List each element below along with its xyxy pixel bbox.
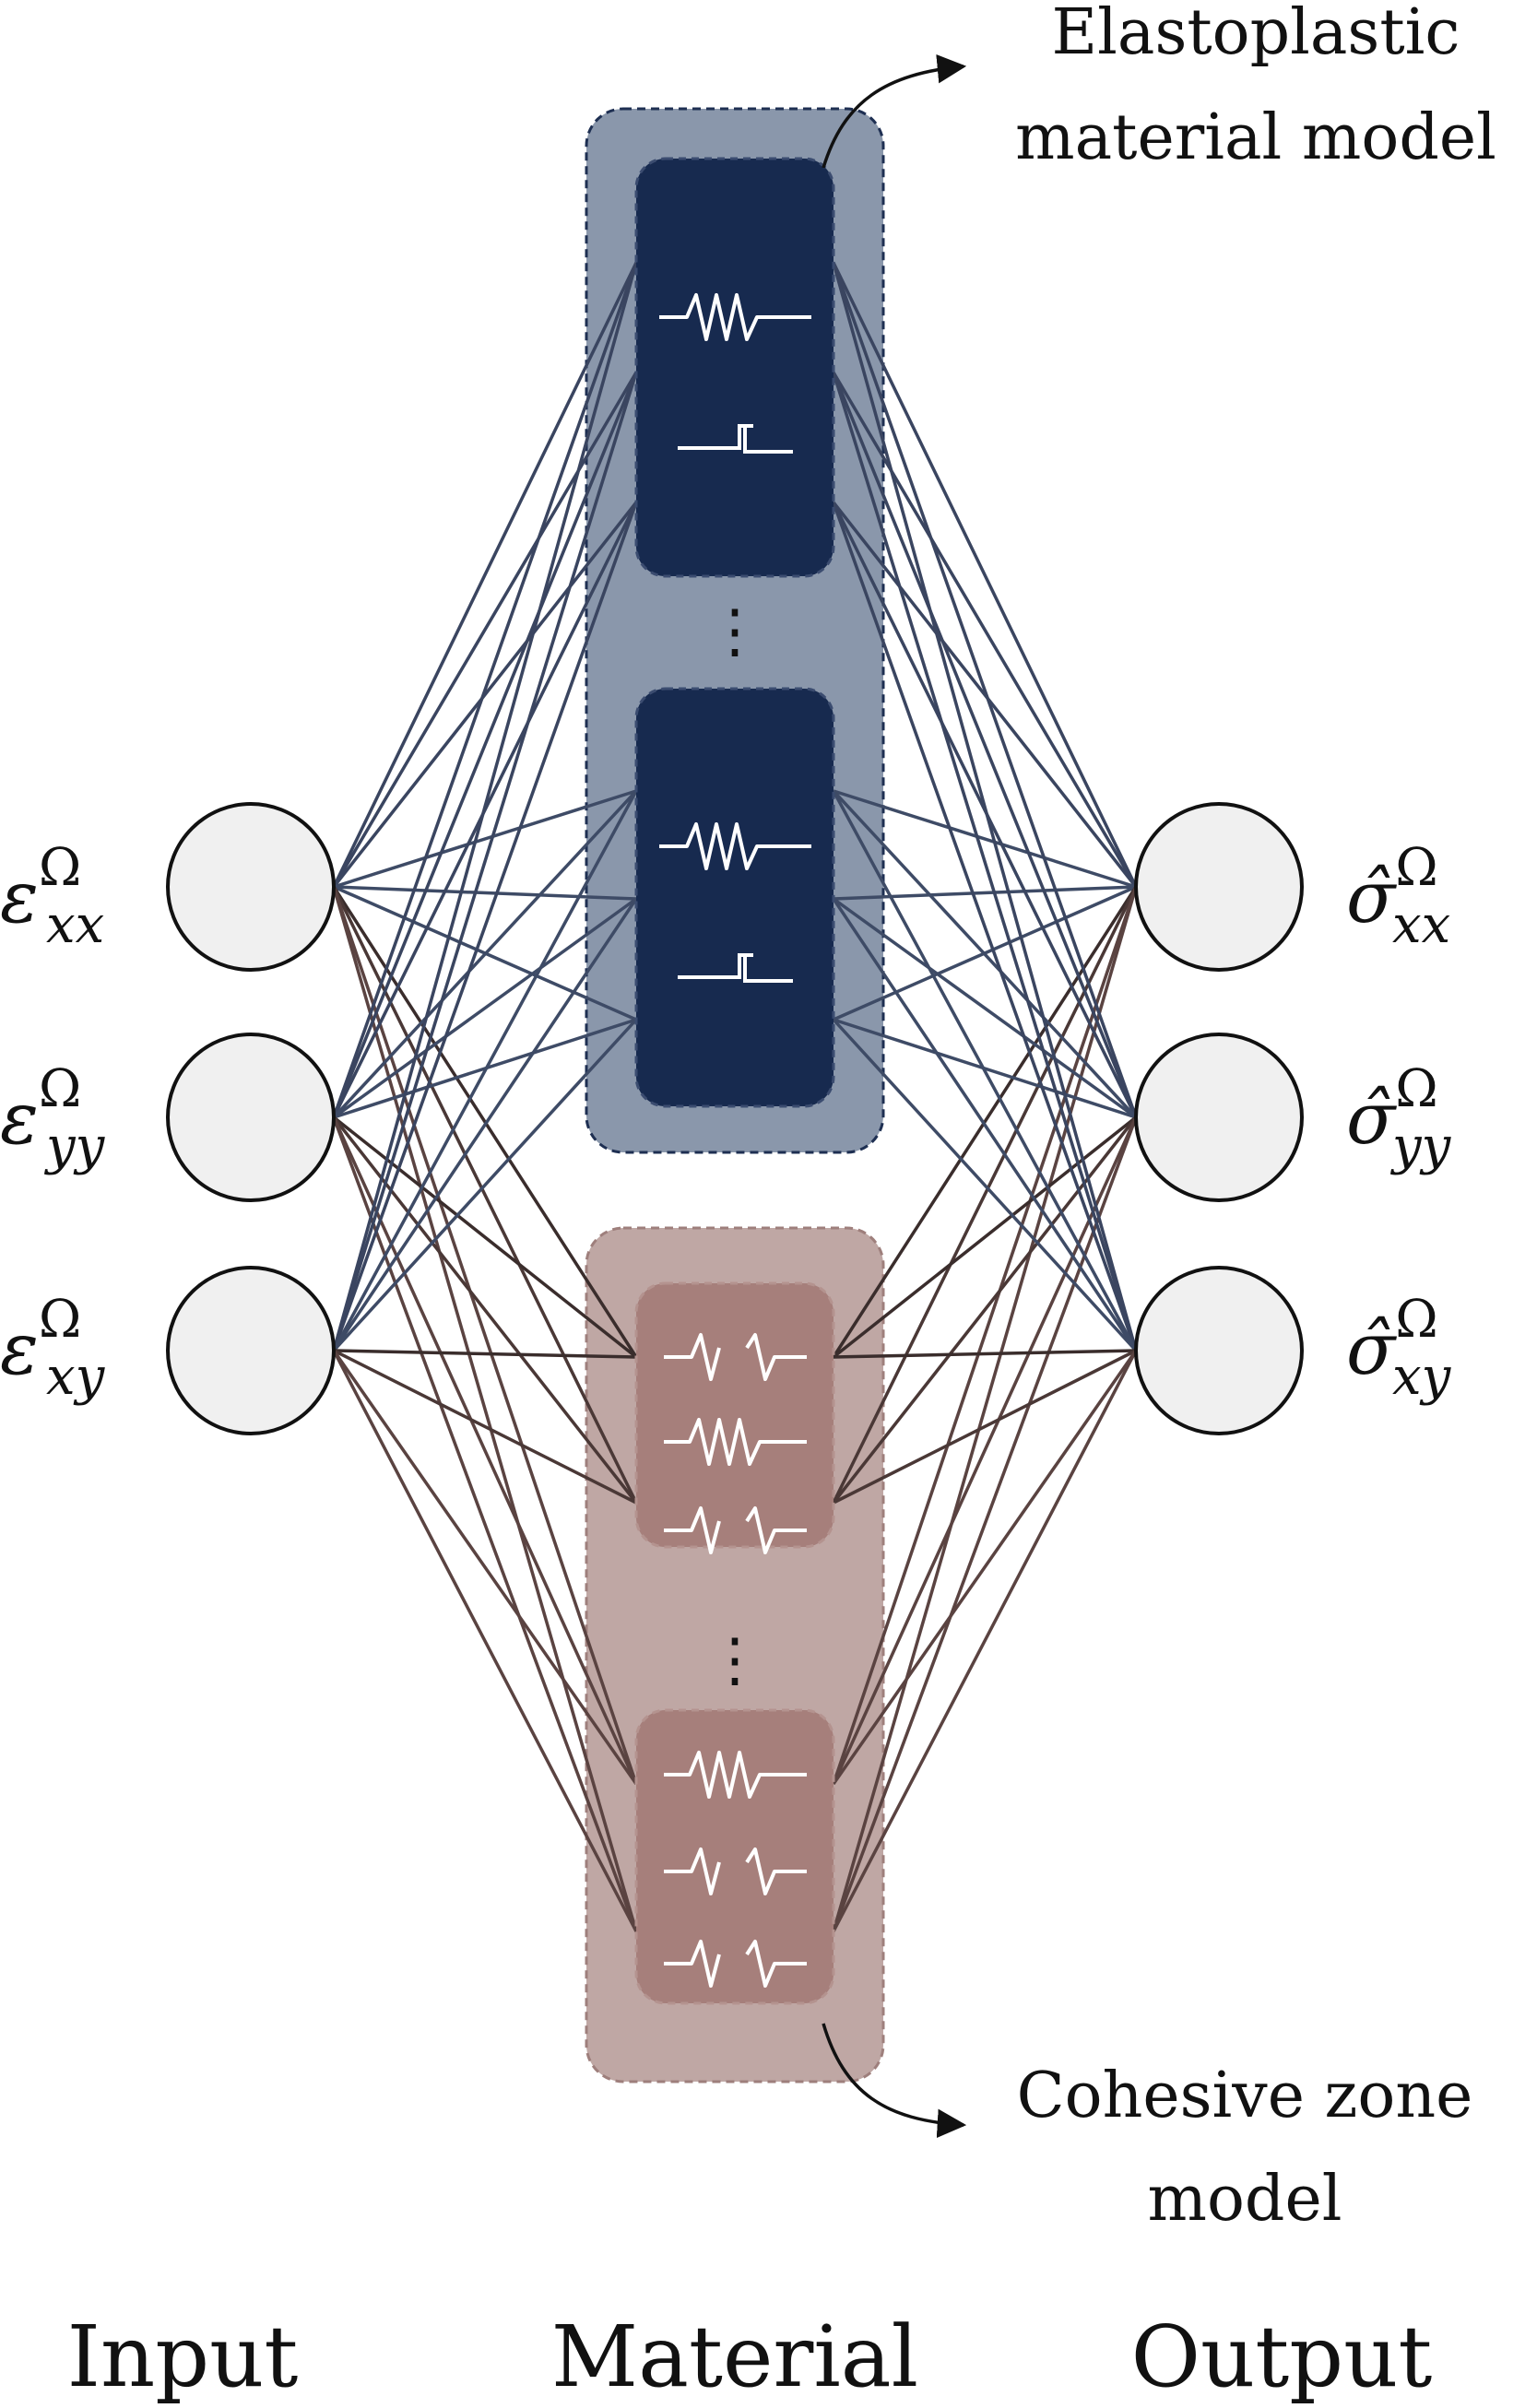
spring-icon: [659, 822, 811, 870]
output-connection-line: [833, 1349, 1137, 1505]
slider-icon: [678, 953, 793, 983]
input-connection-line: [332, 1115, 638, 1359]
connection-lines: [332, 262, 1138, 1932]
input-connection-line: [333, 1349, 637, 1359]
output-connection-line: [833, 885, 1137, 901]
broken-spring-icon: [664, 1333, 807, 1381]
output-node-xx: [1134, 802, 1304, 972]
output-node-yy: [1134, 1033, 1304, 1202]
spring-icon: [659, 293, 811, 341]
spring-icon: [664, 1418, 807, 1466]
output-connection-line: [833, 1349, 1137, 1359]
elastoplastic-ellipsis: ⋮: [705, 597, 764, 666]
input-connection-line: [332, 790, 638, 1352]
output-connection-line: [832, 1115, 1138, 1359]
input-connection-line: [332, 372, 638, 888]
output-node-xy: [1134, 1266, 1304, 1435]
output-connection-line: [832, 1349, 1138, 1786]
column-label-output: Output: [1131, 2308, 1433, 2406]
input-connection-line: [332, 1349, 638, 1786]
elastoplastic-unit-2: [634, 687, 835, 1108]
output-connection-line: [832, 262, 1138, 1118]
elastoplastic-label-line2: material model: [1015, 101, 1496, 174]
elastoplastic-unit-1: [634, 157, 835, 578]
input-connection-line: [333, 885, 637, 901]
spring-icon: [664, 1751, 807, 1799]
output-connection-line: [832, 1018, 1138, 1352]
input-connection-line: [332, 886, 638, 1785]
elastoplastic-label-line1: Elastoplastic: [1052, 0, 1460, 69]
cohesive-label-line2: model: [1148, 2163, 1342, 2236]
output-connection-line: [832, 1350, 1138, 1932]
output-connection-line: [832, 372, 1138, 1118]
output-connection-line: [832, 372, 1138, 1352]
elastoplastic-callout-arrow: [822, 53, 967, 169]
cohesive-ellipsis: ⋮: [705, 1626, 764, 1694]
output-connection-line: [832, 372, 1138, 888]
output-connection-line: [832, 1115, 1138, 1505]
input-connection-line: [333, 789, 637, 889]
output-connection-line: [832, 1116, 1138, 1785]
cohesive-label-line1: Cohesive zone: [1017, 2060, 1473, 2132]
column-label-input: Input: [67, 2308, 299, 2406]
input-connection-line: [333, 1349, 637, 1505]
broken-spring-icon: [664, 1940, 807, 1988]
output-connection-line: [832, 898, 1138, 1352]
input-node-xx: [166, 802, 336, 972]
input-node-yy: [166, 1033, 336, 1202]
output-connection-line: [832, 897, 1138, 1119]
cohesive-callout-arrow: [822, 2023, 967, 2139]
input-node-xy: [166, 1266, 336, 1435]
input-connection-line: [332, 372, 638, 1118]
broken-spring-icon: [664, 1847, 807, 1895]
output-connection-line: [832, 1116, 1138, 1932]
output-connection-line: [832, 789, 1138, 1119]
output-connection-line: [832, 262, 1138, 1352]
input-connection-line: [332, 262, 638, 1118]
input-connection-line: [332, 1116, 638, 1932]
input-connection-line: [332, 898, 638, 1352]
output-connection-line: [833, 789, 1137, 889]
output-connection-line: [832, 790, 1138, 1352]
input-connection-line: [332, 1115, 638, 1505]
cohesive-unit-1: [634, 1281, 835, 1549]
input-connection-line: [332, 897, 638, 1119]
input-connection-line: [332, 789, 638, 1119]
input-connection-line: [332, 372, 638, 1352]
output-connection-line: [832, 886, 1138, 1785]
input-connection-line: [332, 502, 638, 1352]
cohesive-unit-2: [634, 1708, 835, 2005]
broken-spring-icon: [664, 1506, 807, 1554]
input-connection-line: [332, 1018, 638, 1352]
slider-icon: [678, 424, 793, 454]
input-connection-line: [332, 262, 638, 1352]
output-connection-line: [832, 502, 1138, 1352]
input-connection-line: [332, 262, 638, 888]
input-connection-line: [332, 1116, 638, 1785]
column-label-material: Material: [551, 2308, 918, 2406]
output-connection-line: [832, 262, 1138, 888]
input-connection-line: [332, 1350, 638, 1932]
